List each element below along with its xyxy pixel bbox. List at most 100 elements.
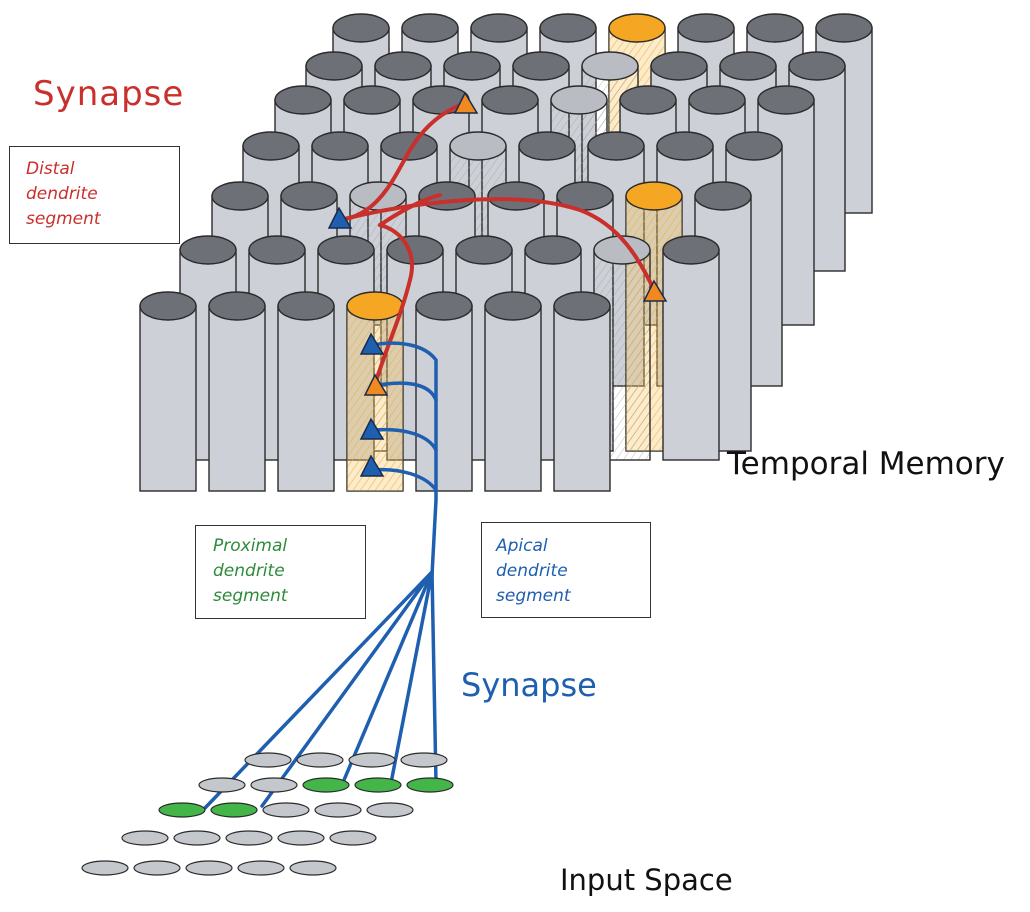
- input-cell: [400, 752, 448, 768]
- column-top: [455, 235, 513, 265]
- column-top: [625, 181, 683, 211]
- column-top: [484, 291, 542, 321]
- proximal-legend-text: Proximal dendrite segment: [213, 534, 288, 609]
- input-cell-active: [158, 802, 206, 818]
- column-top: [757, 85, 815, 115]
- proximal-legend-line-2: dendrite: [213, 561, 285, 581]
- column-top: [343, 85, 401, 115]
- column-top: [518, 131, 576, 161]
- input-cell: [133, 860, 181, 876]
- apical-legend-line-3: segment: [496, 586, 571, 606]
- input-cell: [314, 802, 362, 818]
- column-top: [305, 51, 363, 81]
- apical-dendrite-trunk: [370, 341, 438, 577]
- apical-cell: [359, 454, 385, 477]
- proximal-synapse-line: [389, 570, 434, 785]
- column-top: [815, 13, 873, 43]
- column-top: [608, 13, 666, 43]
- distal-dendrite: [373, 223, 414, 387]
- column-top: [524, 235, 582, 265]
- column-top: [619, 85, 677, 115]
- column: [553, 291, 611, 492]
- distal-legend-line-3: segment: [26, 209, 101, 229]
- column-top: [374, 51, 432, 81]
- column-top: [470, 13, 528, 43]
- temporal-memory-label: Temporal Memory: [727, 446, 1005, 482]
- apical-legend-line-1: Apical: [496, 536, 548, 556]
- input-cell: [289, 860, 337, 876]
- apical-cell: [327, 206, 353, 229]
- input-cell: [198, 777, 246, 793]
- distal-dendrite: [338, 197, 657, 294]
- input-cell: [81, 860, 129, 876]
- input-cell-active: [210, 802, 258, 818]
- column-top: [248, 235, 306, 265]
- synapse-distal-label: Synapse: [33, 74, 185, 114]
- input-cell: [250, 777, 298, 793]
- column-top: [386, 235, 444, 265]
- column-top: [274, 85, 332, 115]
- column-top: [487, 181, 545, 211]
- proximal-synapse-line: [430, 570, 438, 785]
- input-cell: [329, 830, 377, 846]
- proximal-synapse-line: [203, 570, 434, 810]
- input-space-label: Input Space: [560, 863, 733, 897]
- column-top: [443, 51, 501, 81]
- input-cell: [185, 860, 233, 876]
- distal-dendrite-lines: [338, 101, 657, 387]
- column-top: [449, 131, 507, 161]
- column-top: [481, 85, 539, 115]
- synapse-apical-label: Synapse: [461, 666, 597, 704]
- column-body: [277, 305, 335, 492]
- distal-dendrite: [378, 193, 442, 227]
- proximal-synapse-line: [342, 570, 434, 782]
- input-cell: [262, 802, 310, 818]
- column-body: [415, 305, 473, 492]
- column: [139, 291, 197, 492]
- input-cell: [296, 752, 344, 768]
- distal-active-cell: [363, 373, 389, 396]
- column-top: [719, 51, 777, 81]
- column-top: [211, 181, 269, 211]
- apical-legend-text: Apical dendrite segment: [496, 534, 571, 609]
- column-top: [688, 85, 746, 115]
- column-top: [401, 13, 459, 43]
- column-top: [581, 51, 639, 81]
- apical-cell: [359, 417, 385, 440]
- input-cell: [244, 752, 292, 768]
- column-top: [277, 291, 335, 321]
- column: [484, 291, 542, 492]
- column-top: [179, 235, 237, 265]
- column-top: [242, 131, 300, 161]
- apical-dendrite-branch: [373, 427, 438, 452]
- proximal-legend-line-1: Proximal: [213, 536, 288, 556]
- input-cell: [366, 802, 414, 818]
- column-body: [662, 249, 720, 461]
- column-top: [539, 13, 597, 43]
- column-body: [208, 305, 266, 492]
- column-top: [694, 181, 752, 211]
- proximal-legend-box: [195, 525, 366, 619]
- column-top: [656, 131, 714, 161]
- column-top: [746, 13, 804, 43]
- distal-legend-text: Distal dendrite segment: [26, 157, 101, 232]
- column: [208, 291, 266, 492]
- column-top: [332, 13, 390, 43]
- column-top: [317, 235, 375, 265]
- input-cell: [173, 830, 221, 846]
- input-cell-active: [354, 777, 402, 793]
- proximal-synapse-line: [260, 570, 434, 808]
- input-cell: [237, 860, 285, 876]
- distal-legend-line-2: dendrite: [26, 184, 98, 204]
- column-top: [662, 235, 720, 265]
- column-top: [346, 291, 404, 321]
- apical-legend-box: [481, 522, 651, 618]
- apical-dendrite-lines: [203, 341, 438, 810]
- distal-dendrite: [338, 101, 468, 222]
- input-cell-active: [406, 777, 454, 793]
- input-cell: [225, 830, 273, 846]
- column-top: [349, 181, 407, 211]
- distal-legend-box: [9, 146, 180, 244]
